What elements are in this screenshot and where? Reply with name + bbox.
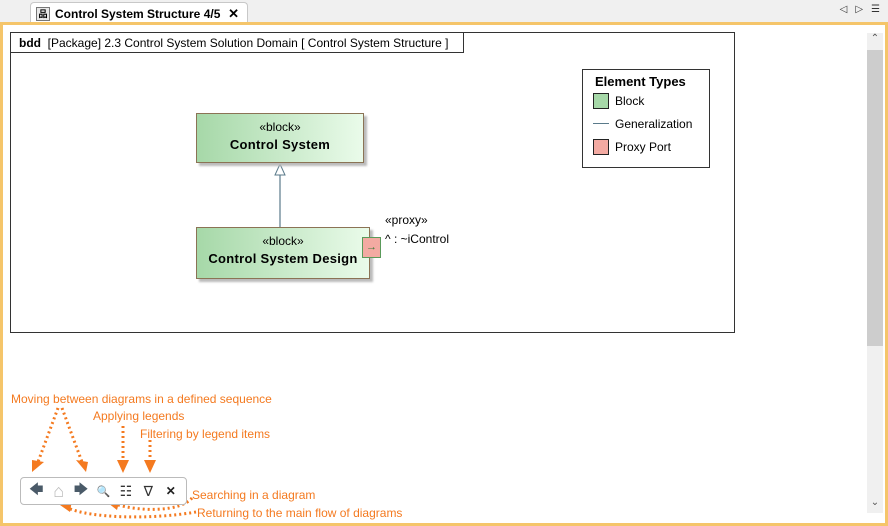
annotation-sequence: Moving between diagrams in a defined seq… <box>11 392 272 406</box>
annotation-arrow-forward <box>60 407 84 463</box>
scroll-down-icon[interactable]: ⌄ <box>870 497 880 508</box>
next-tab-icon[interactable]: ▷ <box>855 4 864 15</box>
annotation-filtering: Filtering by legend items <box>140 427 271 441</box>
annotation-legends: Applying legends <box>93 409 185 423</box>
generalization-swatch <box>593 123 609 124</box>
tab-menu-icon[interactable]: ☰ <box>871 4 880 15</box>
legend-item-generalization[interactable]: Generalization <box>583 112 709 135</box>
block-name: Control System Design <box>208 251 358 266</box>
legend-icon[interactable]: ☷ <box>119 482 133 499</box>
filter-icon[interactable]: ∇ <box>143 482 153 499</box>
diagram-title: [Package] 2.3 Control System Solution Do… <box>47 36 449 50</box>
block-name: Control System <box>229 137 331 152</box>
scroll-thumb[interactable] <box>867 50 883 346</box>
legend[interactable]: Element Types Block Generalization Proxy… <box>582 69 710 168</box>
diagram-frame-title: bdd [Package] 2.3 Control System Solutio… <box>11 33 464 53</box>
legend-label: Generalization <box>615 116 693 131</box>
legend-item-block[interactable]: Block <box>583 89 709 112</box>
search-icon[interactable]: 🔍 <box>96 485 111 498</box>
legend-item-proxy-port[interactable]: Proxy Port <box>583 135 709 158</box>
scroll-up-icon[interactable]: ⌃ <box>870 33 880 44</box>
tab-bar: 品 Control System Structure 4/5 ✕ ◁ ▷ ☰ <box>0 0 888 24</box>
forward-arrow-icon[interactable]: 🡆 <box>73 481 89 497</box>
annotation-arrow-back <box>36 407 60 463</box>
block-control-system-design[interactable]: «block» Control System Design <box>196 227 370 279</box>
tab-title: Control System Structure 4/5 <box>55 6 221 21</box>
home-icon[interactable]: ⌂ <box>53 480 65 501</box>
proxy-port-swatch <box>593 138 609 155</box>
block-control-system[interactable]: «block» Control System <box>196 113 364 163</box>
legend-title: Element Types <box>595 74 686 89</box>
port-label: ^ : ~iControl <box>385 232 449 246</box>
vertical-scrollbar[interactable]: ⌃ ⌄ <box>867 33 883 513</box>
diagram-navigation-toolbar: 🡄 ⌂ 🡆 🔍 ☷ ∇ ✕ <box>20 477 187 505</box>
annotation-returning: Returning to the main flow of diagrams <box>197 506 403 520</box>
close-icon[interactable]: ✕ <box>165 484 176 498</box>
prev-tab-icon[interactable]: ◁ <box>839 4 848 15</box>
block-stereotype: «block» <box>259 120 301 134</box>
block-stereotype: «block» <box>262 234 304 248</box>
tab-control-system-structure[interactable]: 品 Control System Structure 4/5 ✕ <box>30 2 248 24</box>
back-arrow-icon[interactable]: 🡄 <box>28 481 44 497</box>
diagram-icon: 品 <box>36 6 50 21</box>
generalization-arrowhead <box>274 162 286 176</box>
legend-label: Proxy Port <box>615 139 672 154</box>
proxy-port[interactable]: → <box>362 237 381 258</box>
diagram-kind: bdd <box>19 36 41 50</box>
port-stereotype: «proxy» <box>385 213 428 227</box>
close-icon[interactable]: ✕ <box>228 5 239 21</box>
annotation-searching: Searching in a diagram <box>192 488 316 502</box>
legend-label: Block <box>615 93 645 108</box>
block-swatch <box>593 92 609 109</box>
